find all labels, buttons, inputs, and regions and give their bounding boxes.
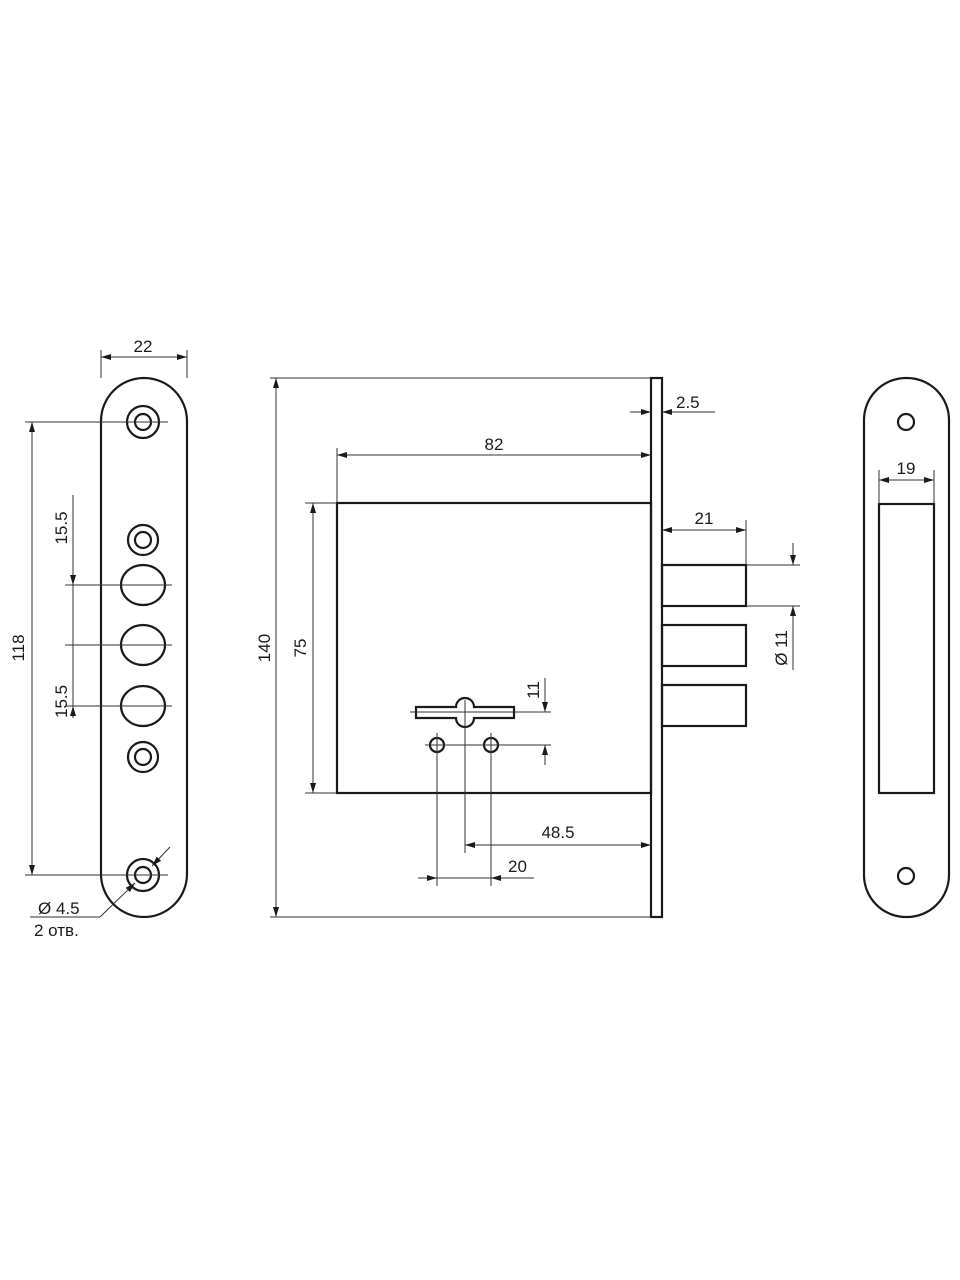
bolt-3 <box>660 683 748 728</box>
dim-body-depth: 82 <box>336 435 651 503</box>
strike-plate-outline <box>862 376 951 919</box>
dim-label: Ø 11 <box>772 630 791 666</box>
keyhole <box>414 696 516 729</box>
dim-pitch: 15.5 15.5 <box>52 495 172 718</box>
strike-screw-hole-top <box>896 412 916 432</box>
dim-label: 82 <box>485 435 504 454</box>
dim-label: 15.5 <box>52 685 71 718</box>
strike-plate-view: 19 <box>862 376 951 919</box>
dim-bolt-diameter: Ø 11 <box>746 543 800 670</box>
bolt-2 <box>660 623 748 668</box>
strike-screw-hole-bottom <box>896 866 916 886</box>
dim-label: 118 <box>9 634 28 661</box>
dim-label: 2.5 <box>676 393 700 412</box>
dim-label: 15.5 <box>52 511 71 544</box>
dim-label: Ø 4.5 <box>38 899 80 918</box>
mount-hole-lower <box>126 740 160 774</box>
dim-label: 21 <box>695 509 714 528</box>
dim-label: 11 <box>524 681 543 699</box>
dim-backset: 48.5 <box>464 700 651 853</box>
dim-label: 48.5 <box>541 823 574 842</box>
dim-overall-height: 140 <box>255 377 651 918</box>
faceplate-view: 22 118 15.5 15.5 Ø 4.5 2 отв. <box>9 337 189 940</box>
faceplate-outline <box>99 376 189 919</box>
strike-opening <box>877 502 936 795</box>
dim-opening-width: 19 <box>878 459 935 504</box>
dim-hole-spacing: 118 <box>9 421 168 876</box>
lock-case <box>335 501 653 795</box>
dim-width: 22 <box>100 337 188 378</box>
dim-label: 2 отв. <box>34 921 79 940</box>
dim-hole-spacing-20: 20 <box>418 733 534 886</box>
dim-bolt-projection: 21 <box>662 509 747 565</box>
dim-keyhole-offset: 11 <box>410 678 551 765</box>
dim-screw-hole: Ø 4.5 2 отв. <box>30 846 171 940</box>
bolt-1 <box>660 563 748 608</box>
mount-hole-upper <box>126 523 160 557</box>
dim-label: 19 <box>897 459 916 478</box>
dim-label: 140 <box>255 634 274 662</box>
dim-forend-thickness: 2.5 <box>630 393 715 415</box>
dim-label: 20 <box>508 857 527 876</box>
dim-label: 75 <box>291 639 310 658</box>
dim-body-height: 75 <box>291 502 337 794</box>
dim-label: 22 <box>134 337 153 356</box>
forend <box>649 376 664 919</box>
lock-body-view: 140 75 82 2.5 21 Ø 11 <box>255 376 800 919</box>
